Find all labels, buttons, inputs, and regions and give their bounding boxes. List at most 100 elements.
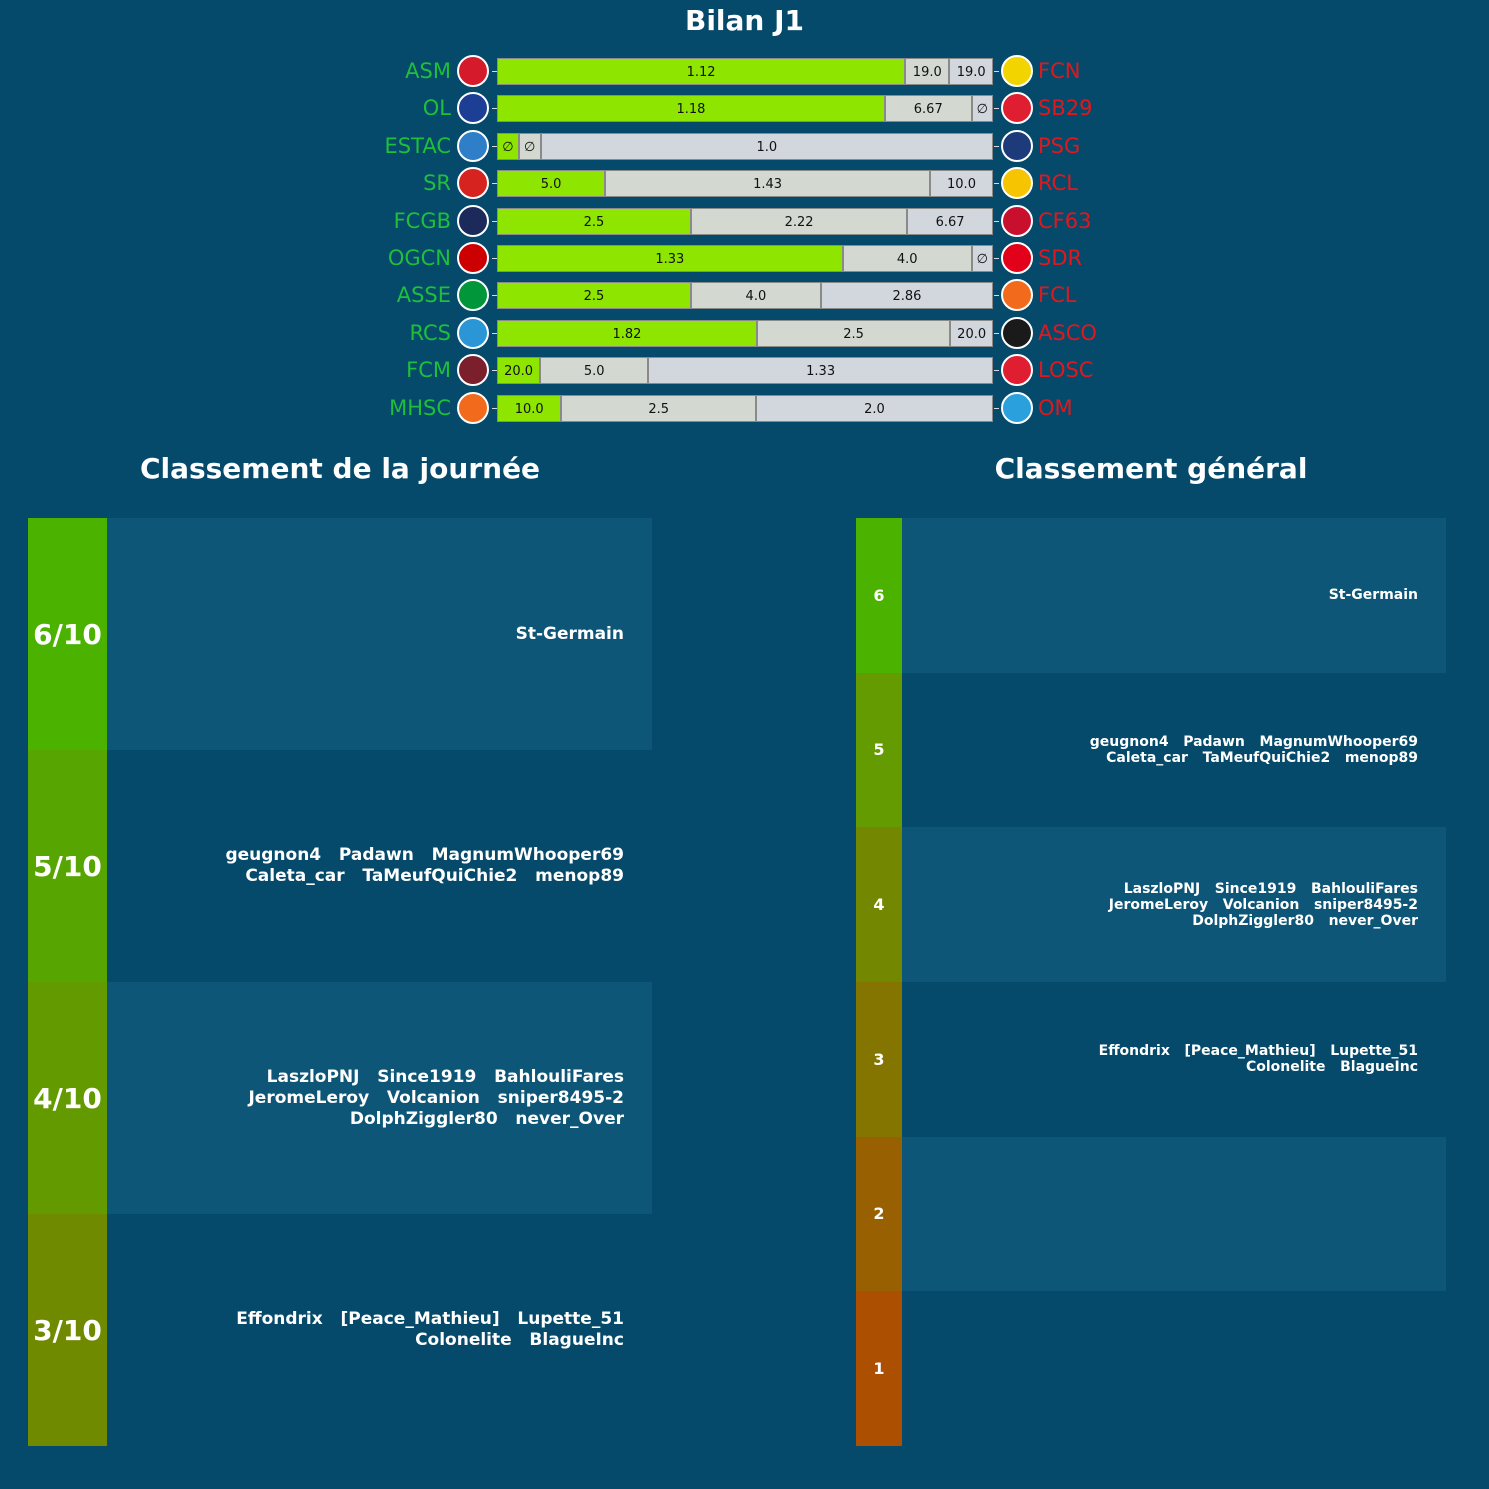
away-team-crest-icon	[1001, 204, 1033, 237]
home-team-label: ESTAC	[384, 133, 451, 158]
home-win-segment: 1.82	[497, 319, 757, 347]
home-win-segment: 10.0	[497, 394, 562, 422]
home-team-label: ASM	[405, 59, 451, 83]
score-label: 4/10	[28, 982, 107, 1214]
axis-tick	[492, 71, 497, 72]
ranking-tier: 1	[856, 1291, 1446, 1446]
ranking-tier: 6/10 St-Germain	[28, 518, 652, 750]
score-label: 1	[856, 1291, 902, 1446]
draw-segment: 2.5	[561, 394, 756, 422]
home-team-crest-icon	[457, 129, 489, 162]
draw-segment: 1.43	[605, 170, 930, 198]
home-team-crest-icon	[457, 391, 489, 424]
away-win-segment: 20.0	[950, 319, 993, 347]
axis-tick	[994, 407, 999, 409]
axis-tick	[994, 108, 999, 110]
player-line: geugnon4 Padawn MagnumWhooper69	[225, 845, 624, 865]
away-team-label: PSG	[1038, 133, 1081, 158]
score-label: 5/10	[28, 750, 107, 982]
draw-segment: 2.5	[756, 319, 951, 347]
home-team-label: OL	[422, 96, 451, 121]
player-names: St-Germain	[902, 518, 1446, 673]
away-team-crest-icon	[1001, 55, 1033, 87]
player-line: St-Germain	[1328, 587, 1418, 604]
player-line: Colonelite BlagueInc	[415, 1330, 624, 1350]
player-line: Colonelite BlagueInc	[1245, 1059, 1418, 1076]
axis-tick	[994, 370, 999, 372]
away-win-segment: 2.0	[755, 394, 993, 422]
home-team-label: FCM	[406, 358, 451, 383]
home-team-crest-icon	[457, 55, 489, 87]
player-line: JeromeLeroy Volcanion sniper8495-2	[1108, 896, 1418, 913]
score-label: 2	[856, 1136, 902, 1292]
player-names	[902, 1291, 1446, 1446]
home-win-segment: 2.5	[497, 282, 691, 310]
home-team-label: FCGB	[393, 208, 451, 233]
away-team-crest-icon	[1001, 92, 1033, 125]
score-label: 6/10	[28, 518, 107, 750]
home-team-label: MHSC	[389, 395, 451, 420]
player-line: Effondrix [Peace_Mathieu] Lupette_51	[236, 1309, 624, 1329]
away-win-segment: 19.0	[949, 58, 993, 85]
axis-tick	[492, 220, 497, 222]
away-team-label: SB29	[1038, 96, 1093, 121]
player-names	[902, 1137, 1446, 1292]
draw-segment: ∅	[518, 132, 541, 160]
player-line: St-Germain	[515, 623, 624, 644]
home-win-segment: ∅	[497, 132, 519, 160]
draw-segment: 6.67	[884, 95, 972, 123]
axis-tick	[492, 407, 497, 409]
home-win-segment: 2.5	[497, 207, 691, 235]
away-win-segment: 6.67	[907, 207, 993, 235]
away-team-label: RCL	[1038, 171, 1078, 196]
player-line: Effondrix [Peace_Mathieu] Lupette_51	[1098, 1043, 1418, 1060]
draw-segment: 2.22	[690, 207, 908, 235]
away-team-crest-icon	[1001, 242, 1033, 274]
away-team-crest-icon	[1001, 391, 1033, 424]
home-win-segment: 1.18	[497, 95, 885, 123]
home-team-label: RCS	[409, 320, 451, 345]
axis-tick	[994, 258, 999, 259]
draw-segment: 19.0	[905, 58, 950, 85]
axis-tick	[994, 145, 999, 147]
axis-tick	[994, 183, 999, 185]
away-team-label: OM	[1038, 395, 1073, 420]
away-win-segment: 10.0	[930, 170, 993, 198]
draw-segment: 5.0	[540, 357, 649, 385]
away-win-segment: 1.33	[648, 357, 993, 385]
away-team-label: FCL	[1038, 283, 1077, 308]
home-team-crest-icon	[457, 167, 489, 200]
general-ranking-title: Classement général	[994, 452, 1308, 485]
player-names: St-Germain	[107, 518, 652, 750]
away-team-label: CF63	[1038, 208, 1092, 233]
axis-tick	[994, 295, 999, 297]
axis-tick	[492, 183, 497, 185]
axis-tick	[994, 220, 999, 222]
player-line: LaszloPNJ Since1919 BahlouliFares	[266, 1066, 624, 1087]
axis-tick	[994, 71, 999, 72]
home-team-crest-icon	[457, 279, 489, 312]
home-team-crest-icon	[457, 242, 489, 274]
